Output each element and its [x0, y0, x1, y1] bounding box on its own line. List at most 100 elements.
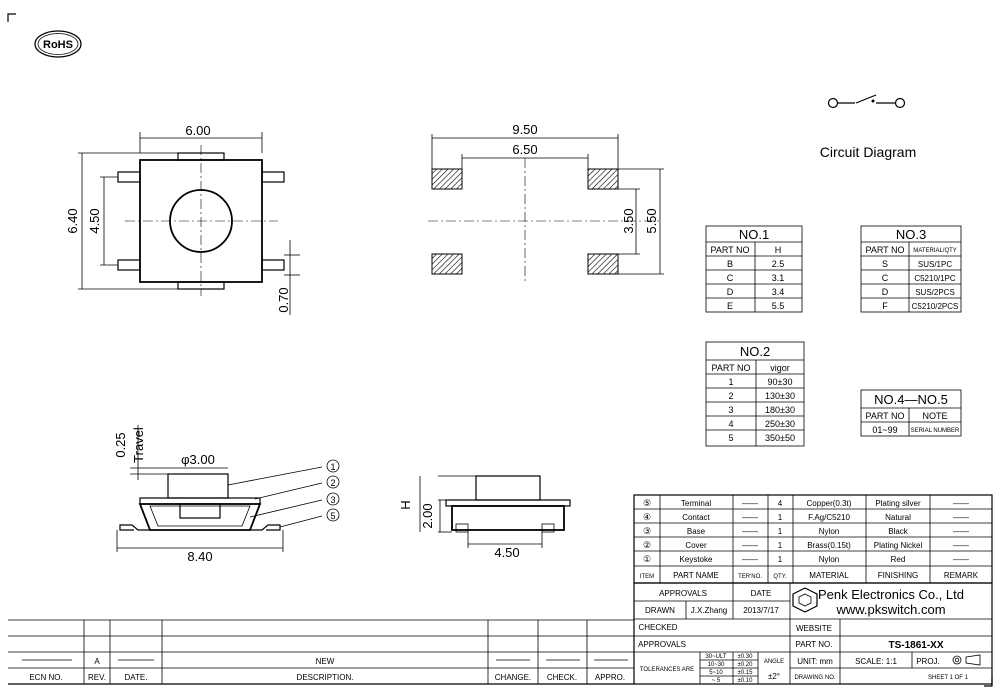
bom-header-finishing: FINISHING	[878, 571, 918, 580]
table-no1-cell: C	[727, 273, 734, 283]
table-no2-cell: 90±30	[768, 377, 793, 387]
table-no2-cell: 5	[728, 433, 733, 443]
circuit-symbol	[827, 94, 906, 109]
tb-proj: PROJ.	[916, 657, 940, 666]
table-no45-title: NO.4—NO.5	[874, 392, 948, 407]
bom-header-qty: QTY.	[773, 574, 787, 580]
tb-drawn-by: J.X.Zhang	[691, 606, 727, 615]
bom-table	[633, 494, 993, 584]
tb-tol-val: ±0.30	[738, 654, 754, 660]
table-no2-header-part: PART NO	[711, 363, 750, 373]
tb-tol-val: ±0.10	[738, 678, 754, 684]
bom-header-item: ITEM	[640, 574, 654, 580]
table-no2-cell: 4	[728, 419, 733, 429]
table-no1-header-h: H	[775, 245, 782, 255]
bom-remark: ——	[953, 527, 969, 536]
bom-ter: ——	[742, 513, 758, 522]
dim-pad-v-inner: 3.50	[621, 208, 636, 233]
tb-tol-range: 10~30	[708, 662, 726, 668]
balloon-1: 1	[330, 462, 335, 472]
tb-tol-range: 30~ULT	[705, 654, 726, 660]
bom-material: F.Ag/C5210	[808, 513, 850, 522]
title-block	[633, 582, 993, 685]
tb-part-no: TS-1861-XX	[888, 640, 943, 651]
tb-tol-range: 5~10	[709, 670, 723, 676]
table-no45-header-note: NOTE	[922, 411, 947, 421]
bom-qty: 1	[778, 527, 783, 536]
bom-ter: ——	[742, 555, 758, 564]
table-no3-header-part: PART NO	[865, 245, 904, 255]
dim-top-lead: 0.70	[276, 287, 291, 312]
dim-pad-v-outer: 5.50	[644, 208, 659, 233]
side-view	[116, 425, 340, 552]
tb-scale: SCALE: 1:1	[855, 657, 897, 666]
bom-finishing: Red	[891, 555, 906, 564]
bom-header-part-name: PART NAME	[673, 571, 719, 580]
corner-marks	[7, 13, 993, 687]
bom-header-remark: REMARK	[944, 571, 979, 580]
rev-header-rev: REV.	[88, 673, 106, 682]
tb-tol-val: ±0.15	[738, 670, 754, 676]
rev-header-ecn: ECN NO.	[29, 673, 62, 682]
dim-knob-dia: φ3.00	[181, 452, 215, 467]
table-no1-cell: E	[727, 301, 733, 311]
table-no3-cell: C5210/1PC	[914, 274, 956, 283]
tb-checked: CHECKED	[638, 623, 677, 632]
table-no45-cell: SERIAL NUMBER	[911, 428, 960, 434]
bom-part-name: Contact	[682, 513, 710, 522]
tb-approvals-2: APPROVALS	[638, 640, 686, 649]
title-block-text: APPROVALS DATE DRAWN J.X.Zhang 2013/7/17…	[638, 587, 969, 684]
table-no3-cell: F	[882, 301, 888, 311]
bom-item: ①	[643, 554, 651, 564]
bom-remark: ——	[953, 541, 969, 550]
tb-tol-val: ±0.20	[738, 662, 754, 668]
bom-item: ④	[643, 512, 651, 522]
dim-travel-label: Travel	[131, 427, 146, 463]
dim-pad-outer: 9.50	[512, 122, 537, 137]
revision-block	[8, 619, 634, 685]
table-no2-header-vigor: vigor	[770, 363, 790, 373]
table-no1	[705, 225, 803, 313]
table-no45-header-part: PART NO	[865, 411, 904, 421]
balloon-5: 5	[330, 511, 335, 521]
bom-ter: ——	[742, 527, 758, 536]
bom-rows: ⑤ Terminal —— 4 Copper(0.3t) Plating sil…	[640, 498, 979, 580]
dim-side2-w: 4.50	[494, 545, 519, 560]
bom-material: Nylon	[819, 555, 839, 564]
table-no1-cell: 3.1	[772, 273, 785, 283]
bom-remark: ——	[953, 555, 969, 564]
circuit-diagram-label: Circuit Diagram	[820, 144, 916, 160]
table-no3-cell: D	[882, 287, 889, 297]
dim-top-width: 6.00	[185, 123, 210, 138]
bom-finishing: Black	[888, 527, 909, 536]
top-view	[78, 132, 300, 315]
bom-material: Brass(0.15t)	[807, 541, 851, 550]
dim-h-label: H	[398, 500, 413, 509]
table-no1-cell: 5.5	[772, 301, 785, 311]
tb-website: WEBSITE	[796, 624, 832, 633]
rev-header-date: DATE.	[125, 673, 148, 682]
rev-header-check: CHECK.	[547, 673, 577, 682]
tb-drawn: DRAWN	[645, 606, 675, 615]
bom-item: ③	[643, 526, 651, 536]
bom-remark: ——	[953, 499, 969, 508]
table-no2-cell: 250±30	[765, 419, 795, 429]
pad-layout-view	[428, 134, 664, 282]
bom-material: Nylon	[819, 527, 839, 536]
rohs-text: RoHS	[43, 39, 73, 51]
bom-qty: 1	[778, 541, 783, 550]
bom-finishing: Plating silver	[875, 499, 921, 508]
bom-item: ②	[643, 540, 651, 550]
table-no1-header-part: PART NO	[710, 245, 749, 255]
tb-approvals: APPROVALS	[659, 589, 707, 598]
table-no3-cell: S	[882, 259, 888, 269]
tb-company: Penk Electronics Co., Ltd	[818, 587, 964, 602]
tb-part-no-label: PART NO.	[796, 640, 833, 649]
table-no1-cell: B	[727, 259, 733, 269]
tb-sheet: SHEET 1 OF 1	[928, 675, 969, 681]
table-no1-cell: D	[727, 287, 734, 297]
table-no3-header-material: MATERIAL/QTY	[913, 248, 957, 254]
rev-header-appro: APPRO.	[595, 673, 625, 682]
bom-remark: ——	[953, 513, 969, 522]
